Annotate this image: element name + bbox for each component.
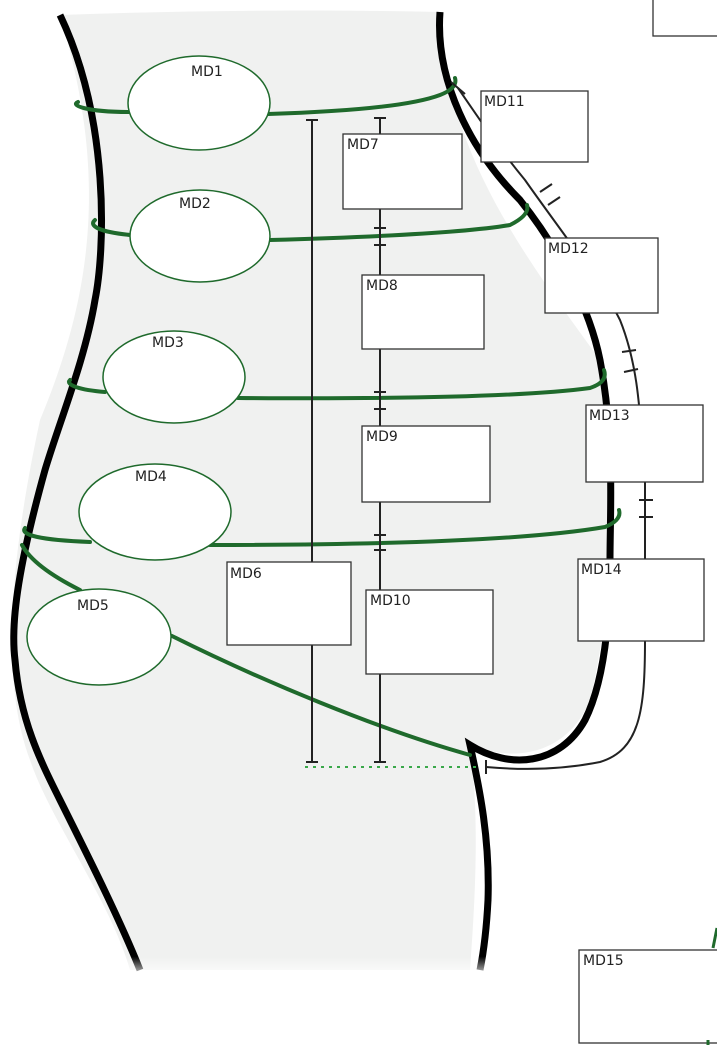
md6-box [226,561,352,646]
band-md3-right [236,368,607,401]
md15-box [578,949,717,1044]
label-md6: MD6 [230,566,262,582]
label-md9: MD9 [366,429,398,445]
corner-box [652,0,717,37]
label-md4: MD4 [135,469,167,485]
md12-box [544,237,659,314]
band-md2-right [268,203,530,242]
label-md3: MD3 [152,335,184,351]
label-md5: MD5 [77,598,109,614]
label-md14: MD14 [581,562,622,578]
md4-ellipse [78,463,232,561]
label-md1: MD1 [191,64,223,80]
md1-ellipse [127,55,271,151]
band-md1-right [266,76,458,116]
band-md2 [91,218,132,237]
md10-box [365,589,494,675]
band-md5-diagonal [170,634,472,757]
front-ellipses [26,55,271,686]
label-md10: MD10 [370,593,411,609]
md15-edge-mark [711,927,717,949]
md9-box [361,425,491,503]
md2-ellipse [129,189,271,283]
label-md15: MD15 [583,953,624,969]
bottom-fade [0,850,560,980]
circumference-bands [20,76,622,757]
md14-box [577,558,705,642]
md7-box [342,133,463,210]
band-md1 [74,100,132,114]
md8-box [361,274,485,350]
label-md7: MD7 [347,137,379,153]
label-md11: MD11 [484,94,525,110]
label-md8: MD8 [366,278,398,294]
md3-ellipse [102,330,246,424]
label-md2: MD2 [179,196,211,212]
md5-ellipse [26,588,172,686]
label-md13: MD13 [589,408,630,424]
label-boxes [226,0,717,1044]
band-md4-right [208,508,622,547]
band-md3 [67,378,107,394]
md13-box [585,404,704,483]
band-md4 [22,526,92,544]
band-md5-left [20,543,82,592]
label-md12: MD12 [548,241,589,257]
md11-box [480,90,589,163]
